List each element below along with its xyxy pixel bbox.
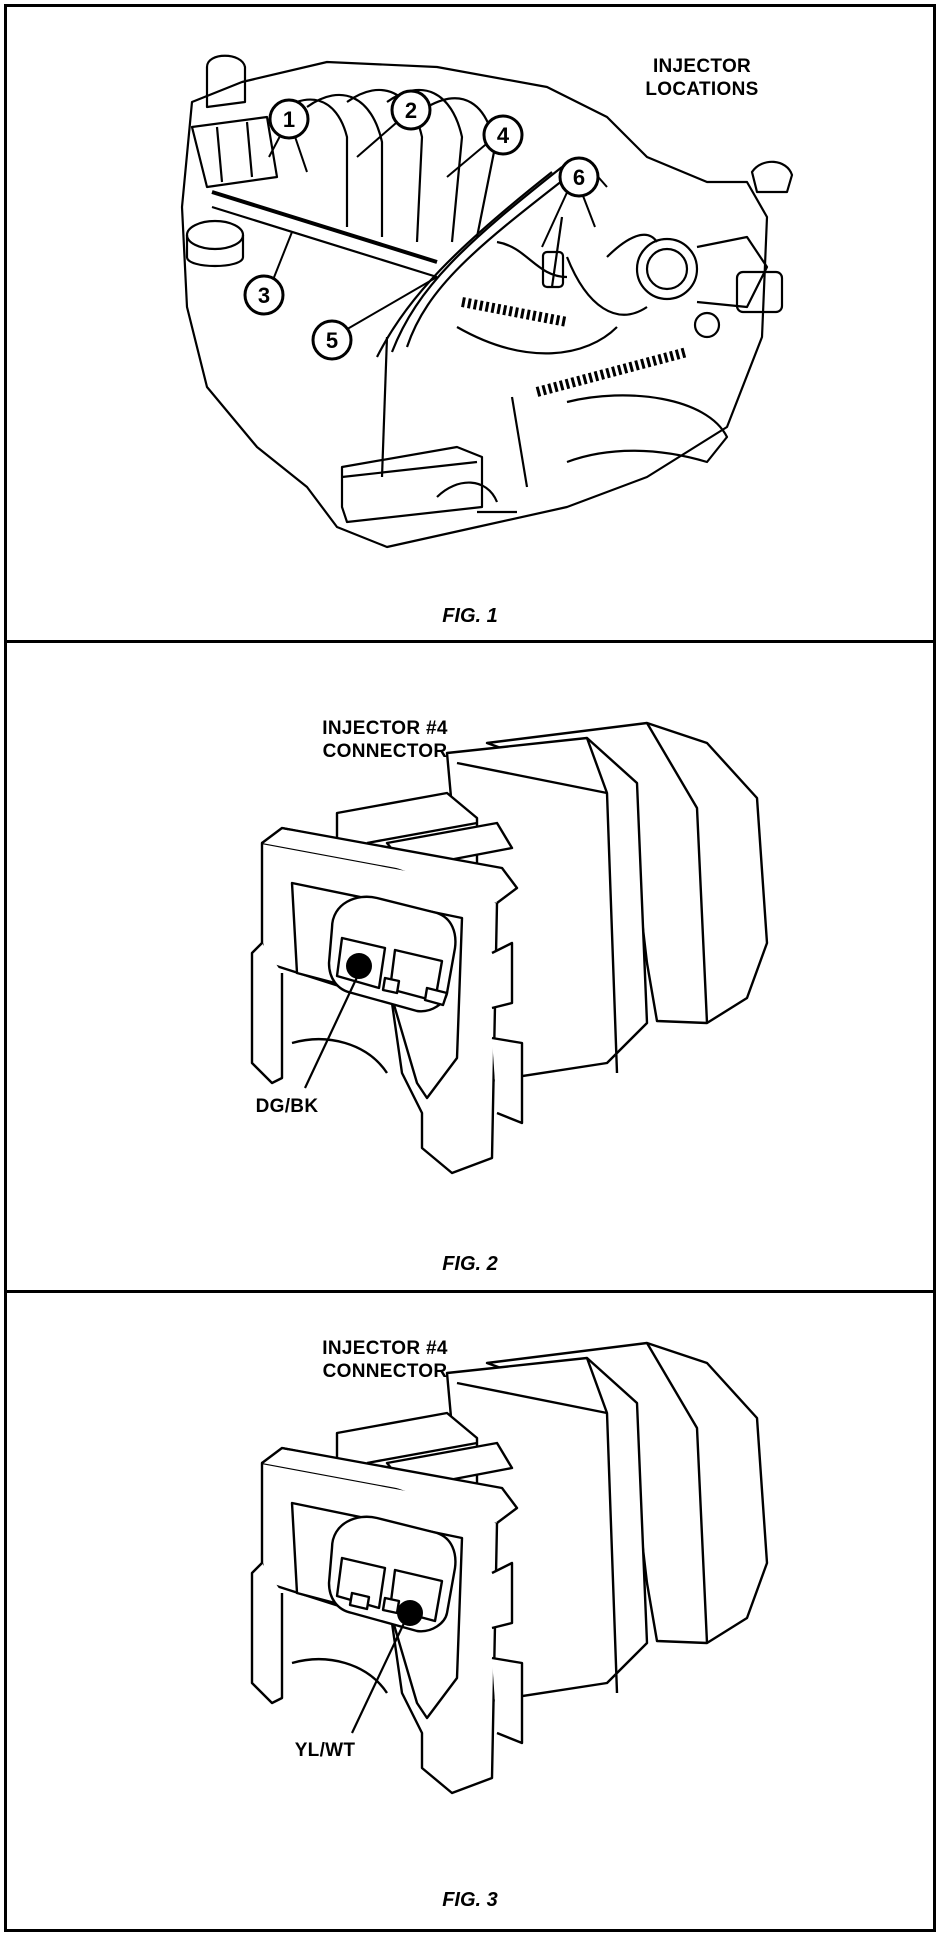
fig3-title: INJECTOR #4 CONNECTOR [285,1337,485,1383]
fig1-title-line1: INJECTOR [652,56,752,77]
terminal-pin-highlight [397,1600,423,1626]
fig3-title-line2: CONNECTOR [322,1361,448,1382]
callout-6: 6 [558,156,600,198]
fig1-caption: FIG. 1 [442,605,498,627]
fig2-title: INJECTOR #4 CONNECTOR [285,717,485,763]
fig2-title-line2: CONNECTOR [322,741,448,762]
callout-5-text: 5 [326,328,338,353]
fig3-title-line1: INJECTOR #4 [322,1338,448,1359]
fig2-title-line1: INJECTOR #4 [322,718,448,739]
figure-2-panel: INJECTOR #4 CONNECTOR DG/BK FIG. 2 [7,643,933,1293]
callout-6-text: 6 [573,165,585,190]
callout-4-text: 4 [497,123,510,148]
connector-illustration-fig2 [250,721,769,1175]
callout-4: 4 [482,114,524,156]
callout-1-text: 1 [283,107,295,132]
diagram-sheet: 1 2 3 4 5 [4,4,936,1932]
fig2-caption: FIG. 2 [442,1253,498,1275]
engine-illustration: 1 2 3 4 5 [180,54,794,549]
fig3-caption: FIG. 3 [442,1889,498,1911]
callout-3: 3 [243,274,285,316]
callout-5: 5 [311,319,353,361]
callout-3-text: 3 [258,283,270,308]
callout-1: 1 [268,98,310,140]
figure-1-panel: 1 2 3 4 5 [7,7,933,643]
fig1-title: INJECTOR LOCATIONS [617,55,787,101]
fig2-wire-label: DG/BK [255,1096,319,1117]
fig1-title-line2: LOCATIONS [645,79,759,100]
callout-markers: 1 2 3 4 5 [243,89,600,361]
figure-3-panel: INJECTOR #4 CONNECTOR YL/WT FIG. 3 [7,1293,933,1929]
connector-illustration-fig3 [250,1341,769,1795]
callout-2: 2 [390,89,432,131]
fig3-wire-label: YL/WT [294,1740,356,1761]
terminal-pin-highlight [346,953,372,979]
callout-2-text: 2 [405,98,417,123]
